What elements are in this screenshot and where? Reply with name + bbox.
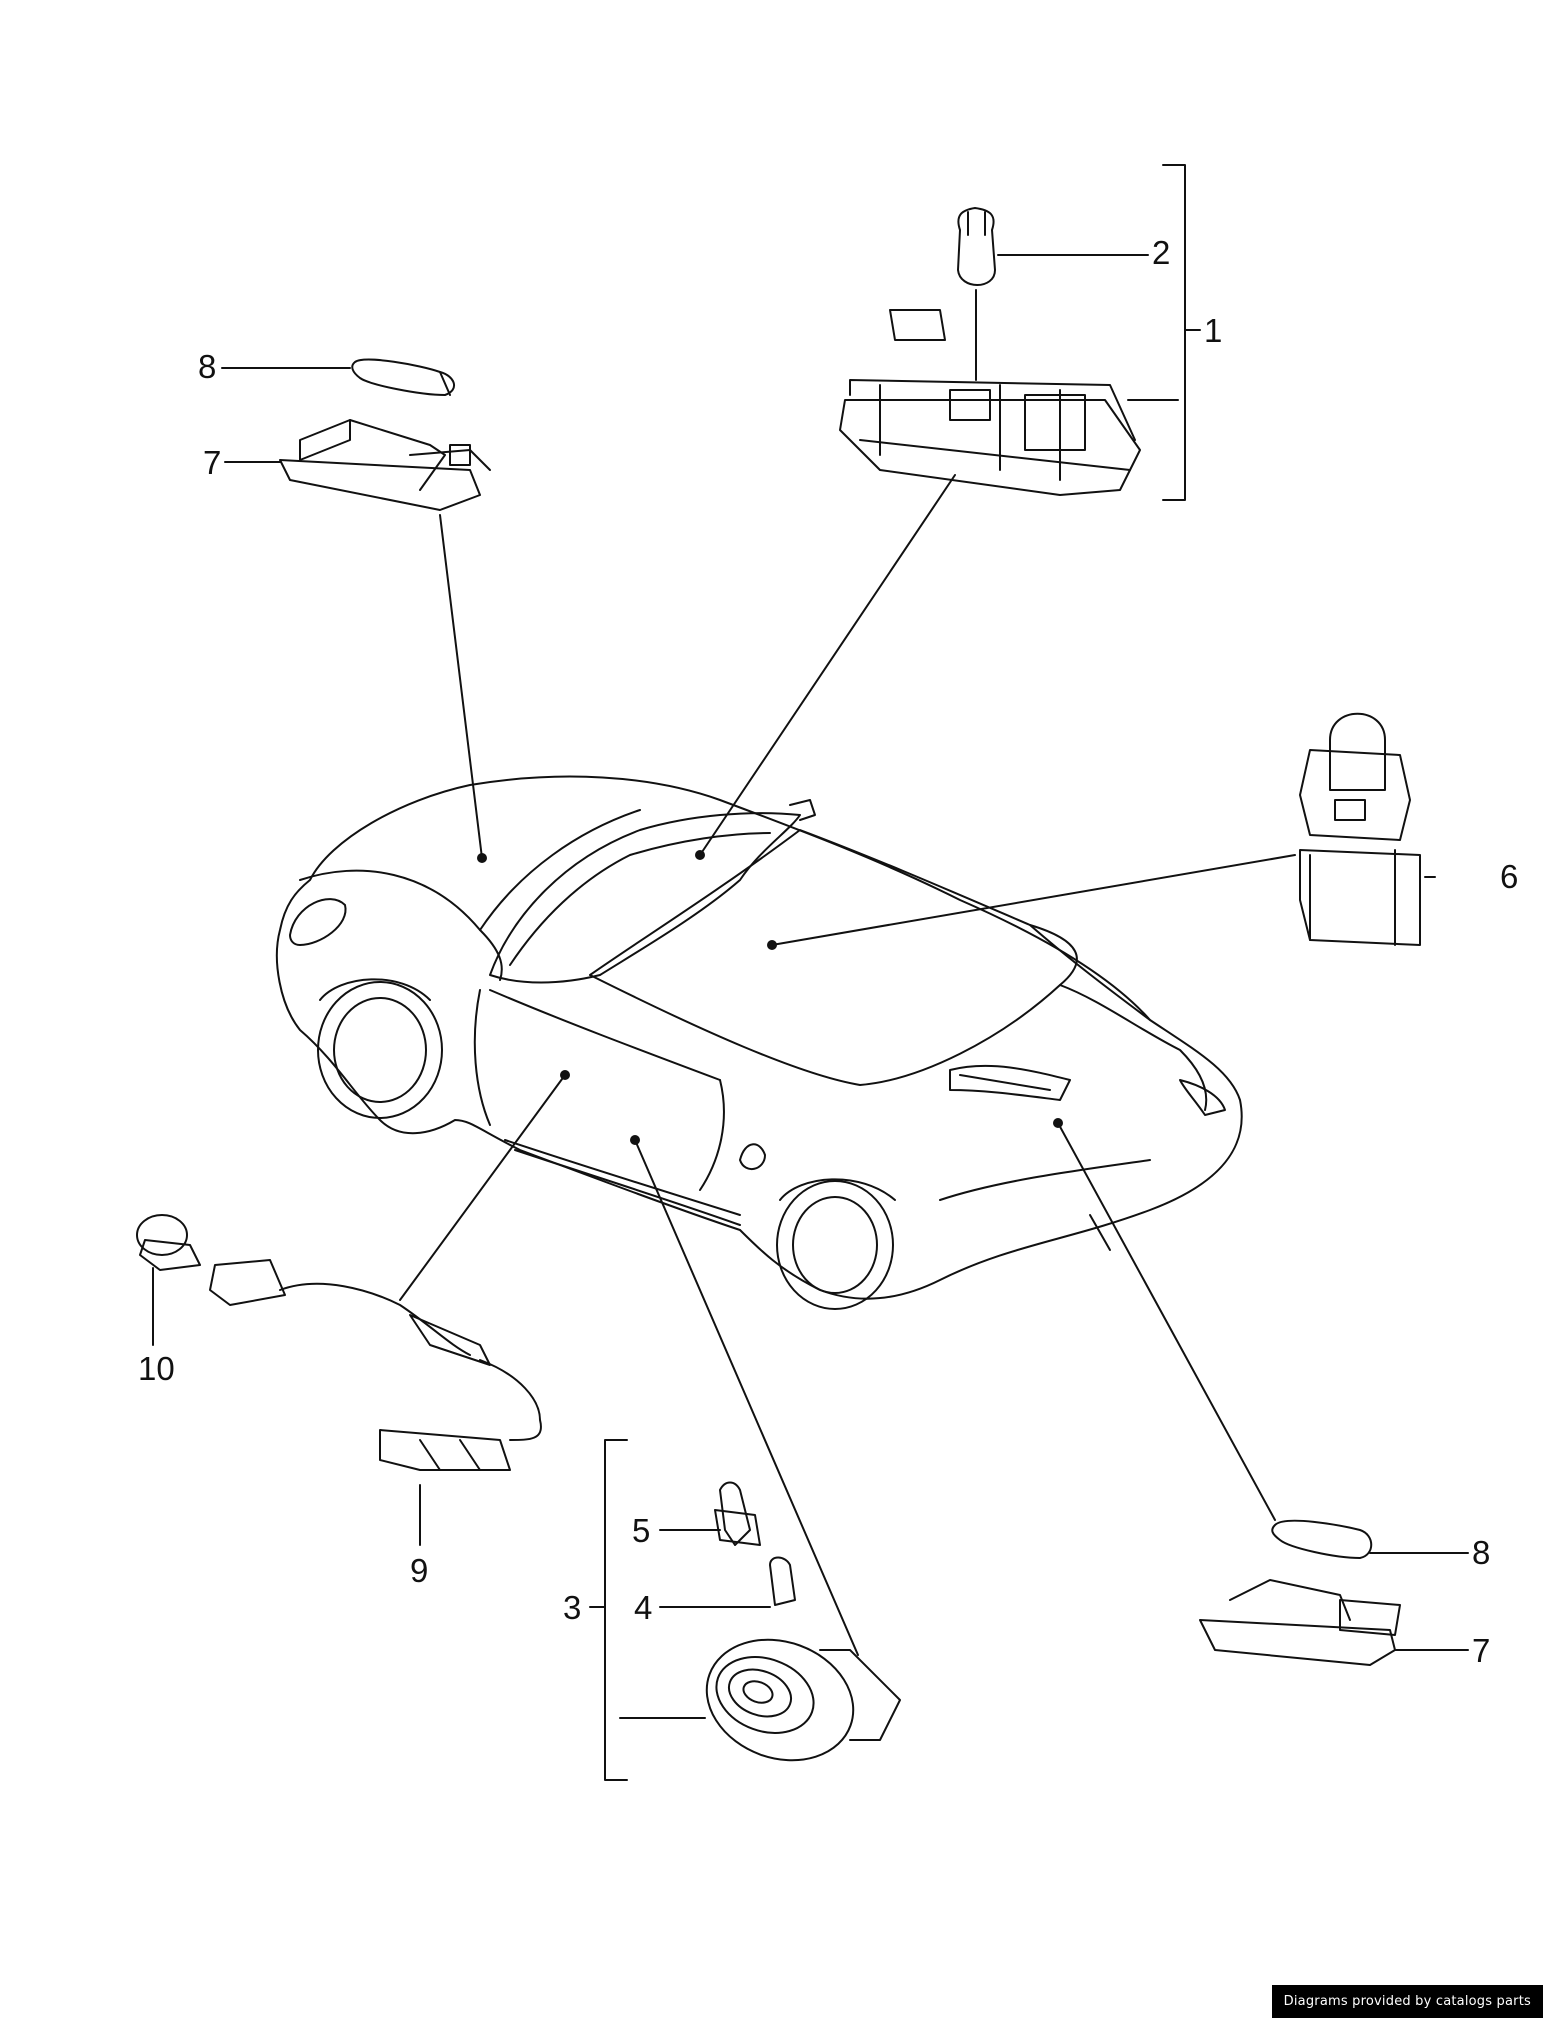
car-body-outline [275, 775, 1243, 1310]
leader-dots [477, 850, 1063, 1145]
callout-3: 3 [563, 1589, 581, 1626]
wedge-bulb [957, 207, 996, 381]
callout-9: 9 [410, 1552, 428, 1589]
side-lamp-assembly [705, 1481, 901, 1762]
callout-6: 6 [1500, 858, 1518, 895]
callout-2: 2 [1152, 234, 1170, 271]
door-contact-switch [1299, 712, 1421, 946]
callout-5: 5 [632, 1512, 650, 1549]
credit-badge: Diagrams provided by catalogs parts [1271, 1985, 1543, 2018]
callout-8-upper: 8 [198, 348, 216, 385]
festoon-bulb-lower [1271, 1519, 1373, 1559]
callout-7-lower: 7 [1472, 1632, 1490, 1669]
callout-10: 10 [138, 1350, 175, 1387]
festoon-bulb-upper [351, 358, 455, 396]
courtesy-lamp-upper [279, 419, 491, 511]
callout-1: 1 [1204, 312, 1222, 349]
leader-lines [152, 164, 1469, 1781]
callout-7-upper: 7 [203, 444, 221, 481]
callout-8-lower: 8 [1472, 1534, 1490, 1571]
callout-4: 4 [634, 1589, 652, 1626]
dome-light-assembly [839, 309, 1141, 496]
wiring-harness [136, 1214, 542, 1471]
callout-numbers: 2 1 8 7 6 10 9 5 3 4 8 7 [138, 234, 1518, 1669]
courtesy-lamp-lower [1199, 1579, 1401, 1666]
